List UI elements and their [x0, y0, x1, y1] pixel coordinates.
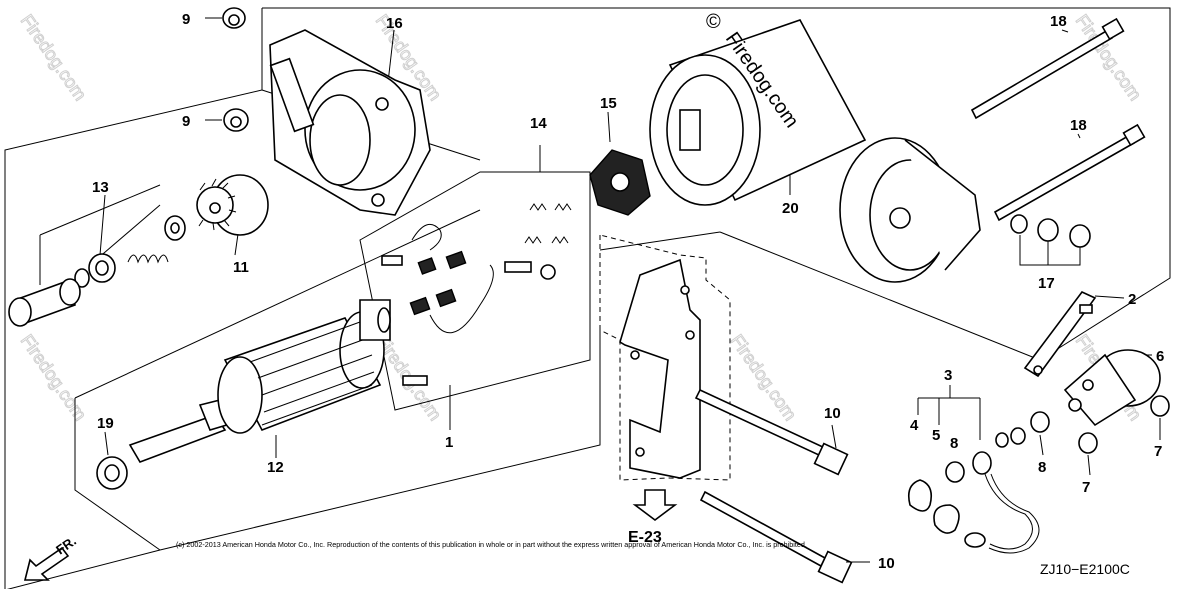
terminal-washer-parts — [945, 411, 1050, 483]
brush-kit-frame — [359, 171, 591, 411]
callout-1: 1 — [445, 434, 453, 451]
callout-10: 10 — [878, 555, 895, 572]
callout-6: 6 — [1156, 348, 1164, 365]
callout-17: 17 — [1038, 275, 1055, 292]
callout-labels: 9 9 16 15 14 13 11 12 19 1 20 18 18 17 2… — [92, 11, 1164, 572]
mounting-bracket-dashed — [599, 234, 731, 481]
armature-part — [128, 299, 391, 463]
watermark-symbol: © — [706, 11, 721, 33]
clutch-spring-group — [74, 194, 186, 288]
callout-7: 7 — [1154, 443, 1162, 460]
callout-9: 9 — [182, 113, 190, 130]
brush-plate-part — [589, 111, 651, 216]
callout-20: 20 — [782, 200, 799, 217]
terminal-nut-parts — [1078, 395, 1170, 476]
thrust-washer-part — [96, 431, 128, 490]
callout-14: 14 — [530, 115, 547, 132]
callout-8: 8 — [950, 435, 958, 452]
diagram-code: ZJ10−E2100C — [1040, 561, 1130, 577]
callout-18: 18 — [1050, 13, 1067, 30]
callout-15: 15 — [600, 95, 617, 112]
cable-parts — [907, 385, 1040, 554]
watermark-faint: Firedog.com — [17, 331, 91, 424]
solenoid-part — [1063, 349, 1161, 427]
yoke-part — [649, 19, 867, 206]
front-bracket-part — [269, 29, 431, 216]
callout-3: 3 — [944, 367, 952, 384]
callout-10: 10 — [824, 405, 841, 422]
callout-7: 7 — [1082, 479, 1090, 496]
callout-18: 18 — [1070, 117, 1087, 134]
reference-arrow: E-23 — [628, 489, 678, 546]
watermark-faint: Firedog.com — [17, 11, 91, 104]
stop-collar-part — [8, 278, 81, 327]
callout-8: 8 — [1038, 459, 1046, 476]
through-bolt-parts — [970, 17, 1146, 222]
callout-2: 2 — [1128, 291, 1136, 308]
callout-16: 16 — [386, 15, 403, 32]
springs — [524, 203, 572, 244]
callout-19: 19 — [97, 415, 114, 432]
copyright-notice: (c) 2002-2013 American Honda Motor Co., … — [176, 540, 807, 549]
callout-13: 13 — [92, 179, 109, 196]
bushing-part — [205, 7, 249, 132]
nut-washer-parts — [1010, 214, 1091, 266]
brush-kit-parts — [381, 203, 572, 386]
solenoid-bracket-part — [1023, 291, 1125, 378]
mounting-bolt-parts — [694, 388, 870, 584]
assembly-frame — [4, 7, 1171, 589]
callout-9: 9 — [182, 11, 190, 28]
callout-12: 12 — [267, 459, 284, 476]
reference-arrow-label: E-23 — [628, 529, 662, 546]
callout-11: 11 — [233, 259, 249, 276]
callout-4: 4 — [910, 417, 919, 434]
callout-5: 5 — [932, 427, 940, 444]
rear-cover-part — [839, 137, 981, 283]
pinion-gear-part — [196, 174, 269, 256]
